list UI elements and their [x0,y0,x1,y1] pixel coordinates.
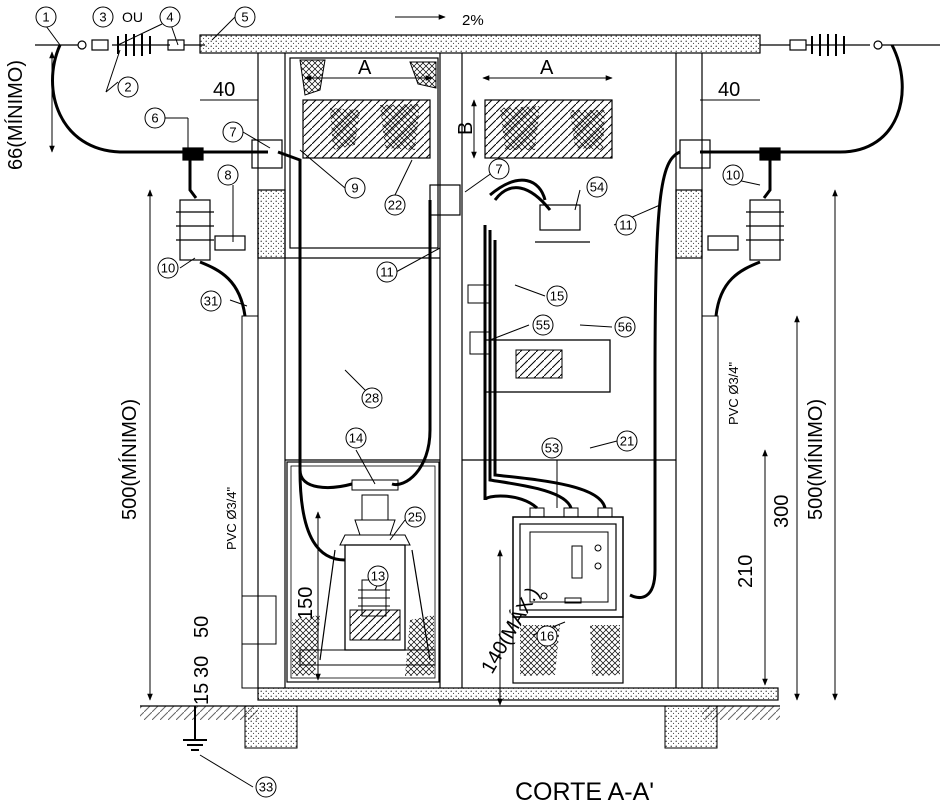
dim-50: 50 [191,616,213,638]
dim-500-left: 500(MÍNIMO) [118,399,141,520]
or-label: OU [122,9,143,25]
callout-4: 4 [166,10,173,25]
dim-a-right: A [540,57,554,79]
transformer-cell [286,461,440,683]
callout-55: 55 [536,318,550,333]
slope-label: 2% [462,12,484,29]
callout-7-center: 7 [495,162,502,177]
floor-and-ground [140,687,780,751]
callout-28: 28 [365,391,379,406]
callout-22: 22 [388,198,402,213]
callout-10-right: 10 [726,168,740,183]
callout-14: 14 [349,431,363,446]
dim-500-right: 500(MÍNIMO) [804,399,827,520]
callout-6: 6 [151,111,158,126]
dim-300: 300 [771,495,793,528]
callout-54: 54 [590,180,604,195]
dim-66-minimum: 66(MÍNIMO) [4,60,27,170]
dim-a-left: A [358,57,372,79]
dim-30: 30 [191,656,213,678]
callout-numbers: 1 2 3 4 5 6 7 7 8 9 10 10 11 11 13 14 15… [42,10,740,795]
callout-8: 8 [224,168,231,183]
dim-150: 150 [295,587,317,620]
callout-53: 53 [545,441,559,456]
callout-circles [35,6,744,798]
dimension-lines [49,14,838,706]
dim-b: B [455,122,477,135]
callout-56: 56 [618,320,632,335]
callout-11-right: 11 [619,218,633,233]
dim-forty-right: 40 [718,79,740,101]
section-title: CORTE A-A' [515,778,654,805]
callout-15: 15 [550,289,564,304]
conduits [241,315,719,689]
conduit-label-left: PVC Ø3/4" [224,486,239,550]
callout-31: 31 [204,294,218,309]
callouts [45,16,761,788]
dim-forty-left: 40 [213,79,235,101]
callout-16: 16 [540,629,554,644]
dim-210: 210 [735,555,757,588]
callout-13: 13 [371,569,385,584]
callout-10-left: 10 [161,261,175,276]
dim-15: 15 [191,683,213,705]
callout-33: 33 [259,780,273,795]
roof-slab [199,34,761,54]
callout-5: 5 [241,10,248,25]
callout-2: 2 [124,80,131,95]
callout-1: 1 [42,10,49,25]
switchgear-cell [512,507,624,684]
callout-21: 21 [620,434,634,449]
insulators-and-fittings [176,139,784,261]
callout-7-left: 7 [229,125,236,140]
callout-25: 25 [408,510,422,525]
callout-9: 9 [351,181,358,196]
callout-3: 3 [99,10,106,25]
callout-11-left: 11 [380,265,394,280]
ventilation-openings [289,57,613,249]
walls [257,53,703,688]
conduit-label-right: PVC Ø3/4" [726,361,741,425]
